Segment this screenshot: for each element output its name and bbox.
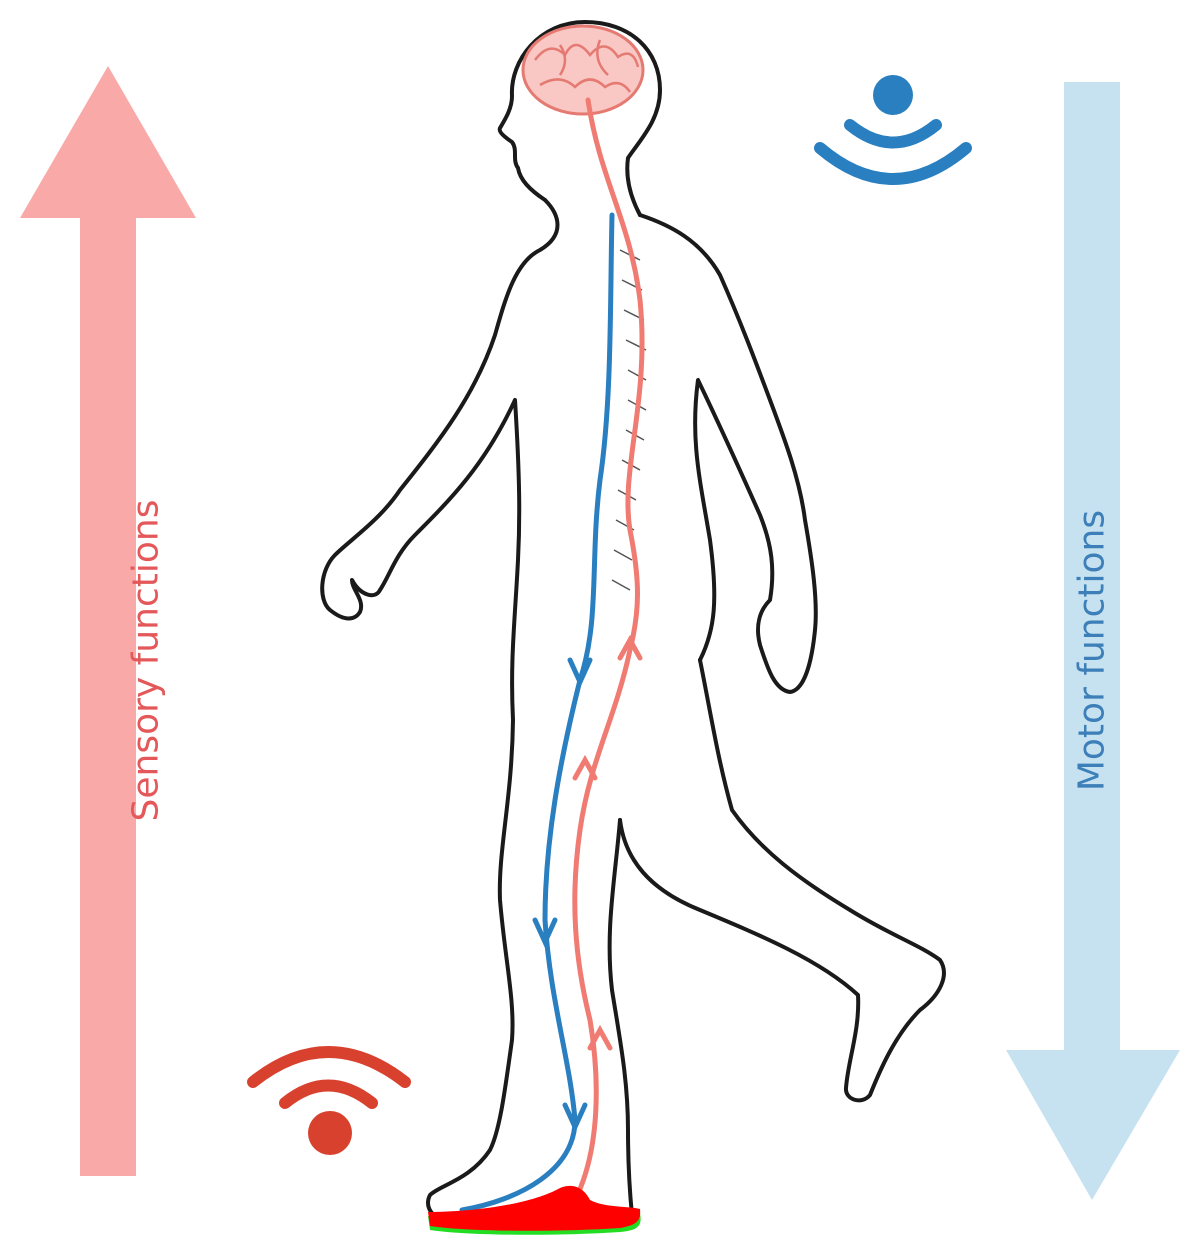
brain-icon [521,24,645,116]
sensory-nerve-path [572,97,645,1203]
motor-nerve-path [459,212,615,1213]
insole [428,1185,641,1235]
motor-functions-label: Motor functions [1071,509,1113,792]
sensory-arrow [20,66,196,1176]
human-body-outline [320,20,946,1220]
wireless-signal-icon-sensory [247,1046,411,1155]
sensory-functions-label: Sensory functions [125,499,167,822]
wireless-signal-icon-motor [814,75,972,185]
motor-arrow [1006,82,1180,1200]
